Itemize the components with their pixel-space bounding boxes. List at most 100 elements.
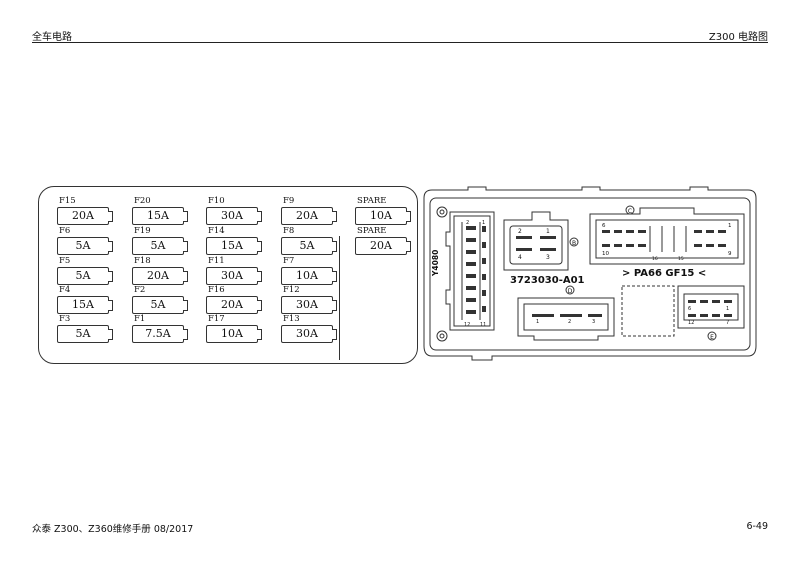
pin-a-11: 11 [480, 322, 486, 328]
fuse-rating: 20A [206, 296, 262, 314]
header-rule [32, 42, 768, 43]
pin-a-1: 1 [482, 220, 485, 226]
fuse-rating: 5A [132, 237, 188, 255]
fuse-rating: 20A [281, 207, 337, 225]
pin-c-16: 16 [652, 256, 658, 262]
pin-c-1: 1 [728, 223, 732, 229]
fuse-code: F8 [283, 226, 295, 236]
fuse-rating: 10A [206, 325, 262, 343]
fuse-rating: 5A [57, 325, 113, 343]
fuse-code: F10 [208, 196, 225, 206]
pin-c-9: 9 [728, 251, 732, 257]
fuse-rating: 15A [206, 237, 262, 255]
pin-b-1: 1 [546, 228, 550, 235]
fuse-code: F14 [208, 226, 225, 236]
fuse-rating: 20A [132, 267, 188, 285]
fuse-code: F20 [134, 196, 151, 206]
fuse-code: F3 [59, 314, 71, 324]
fuse-rating: 5A [132, 296, 188, 314]
fuse-code: F6 [59, 226, 71, 236]
connector-label-c: C [628, 208, 632, 215]
fuse-code: F7 [283, 256, 295, 266]
fuse-rating: 30A [281, 296, 337, 314]
fuse-rating: 5A [281, 237, 337, 255]
fuse-panel-divider [339, 236, 340, 360]
part-number: 3723030-A01 [510, 275, 585, 286]
connector-code: Y4080 [431, 250, 440, 277]
fuse-rating: 20A [355, 237, 411, 255]
fuse-code: F5 [59, 256, 71, 266]
fuse-panel [38, 186, 418, 364]
fuse-code: F18 [134, 256, 151, 266]
fuse-rating: 30A [206, 267, 262, 285]
header-section-title: 全车电路 [32, 32, 72, 43]
pin-c-10: 10 [602, 251, 609, 257]
fuse-code: F15 [59, 196, 76, 206]
fuse-rating: 30A [206, 207, 262, 225]
fuse-code: F9 [283, 196, 295, 206]
connector-label-b: B [572, 240, 576, 247]
fuse-rating: 20A [57, 207, 113, 225]
pin-a-12: 12 [464, 322, 470, 328]
fuse-rating: 30A [281, 325, 337, 343]
fuse-code: F1 [134, 314, 146, 324]
fuse-code: F4 [59, 285, 71, 295]
fuse-code: F12 [283, 285, 300, 295]
fuse-rating: 15A [132, 207, 188, 225]
relay-box-diagram: Y4080 3723030-A01 > PA66 GF15 < B C D E … [422, 186, 762, 362]
pin-d-2: 2 [568, 319, 571, 325]
fuse-code: F17 [208, 314, 225, 324]
pin-c-15: 15 [678, 256, 684, 262]
pin-d-1: 1 [536, 319, 539, 325]
fuse-code: F19 [134, 226, 151, 236]
footer-page-number: 6-49 [746, 521, 768, 532]
pin-e-6: 6 [688, 306, 691, 312]
fuse-rating: 10A [281, 267, 337, 285]
pin-d-3: 3 [592, 319, 595, 325]
header-document-title: Z300 电路图 [708, 32, 768, 43]
fuse-rating: 10A [355, 207, 411, 225]
fuse-code: F16 [208, 285, 225, 295]
fuse-rating: 15A [57, 296, 113, 314]
fuse-code: F2 [134, 285, 146, 295]
pin-e-12: 12 [688, 320, 694, 326]
pin-e-1: 1 [726, 306, 729, 312]
fuse-rating: 7.5A [132, 325, 188, 343]
pin-b-2: 2 [518, 228, 522, 235]
fuse-rating: 5A [57, 237, 113, 255]
fuse-code: F13 [283, 314, 300, 324]
footer-manual-title: 众泰 Z300、Z360维修手册 08/2017 [32, 524, 194, 535]
fuse-rating: 5A [57, 267, 113, 285]
fuse-code: SPARE [357, 226, 387, 236]
pin-e-7: 7 [726, 320, 729, 326]
fuse-code: F11 [208, 256, 225, 266]
pin-b-3: 3 [546, 254, 550, 261]
pin-c-6: 6 [602, 223, 606, 229]
material-code: > PA66 GF15 < [622, 268, 706, 279]
pin-b-4: 4 [518, 254, 522, 261]
connector-label-d: D [568, 288, 573, 295]
connector-label-e: E [710, 334, 714, 341]
relay-box-svg: Y4080 3723030-A01 > PA66 GF15 < B C D E … [423, 186, 757, 361]
